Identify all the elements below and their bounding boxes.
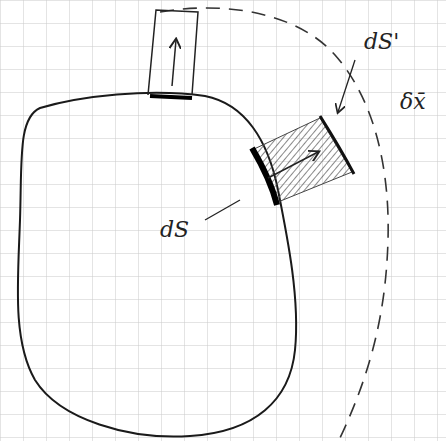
- symbol-label: dS: [158, 218, 191, 242]
- leader-line: [338, 60, 355, 112]
- leader-line: [205, 200, 240, 220]
- swept-volume: [252, 118, 352, 202]
- symbol-label: δx̄: [398, 90, 428, 114]
- displacement-arrow: [172, 40, 176, 86]
- body-outline: [18, 93, 296, 437]
- surface-element: [150, 96, 192, 98]
- displacement-arrow: [268, 152, 318, 178]
- element-prism: [148, 10, 198, 95]
- surface-element-ds: [252, 148, 277, 205]
- surface-element-ds-prime: [320, 116, 354, 174]
- symbol-label: dS': [362, 30, 401, 54]
